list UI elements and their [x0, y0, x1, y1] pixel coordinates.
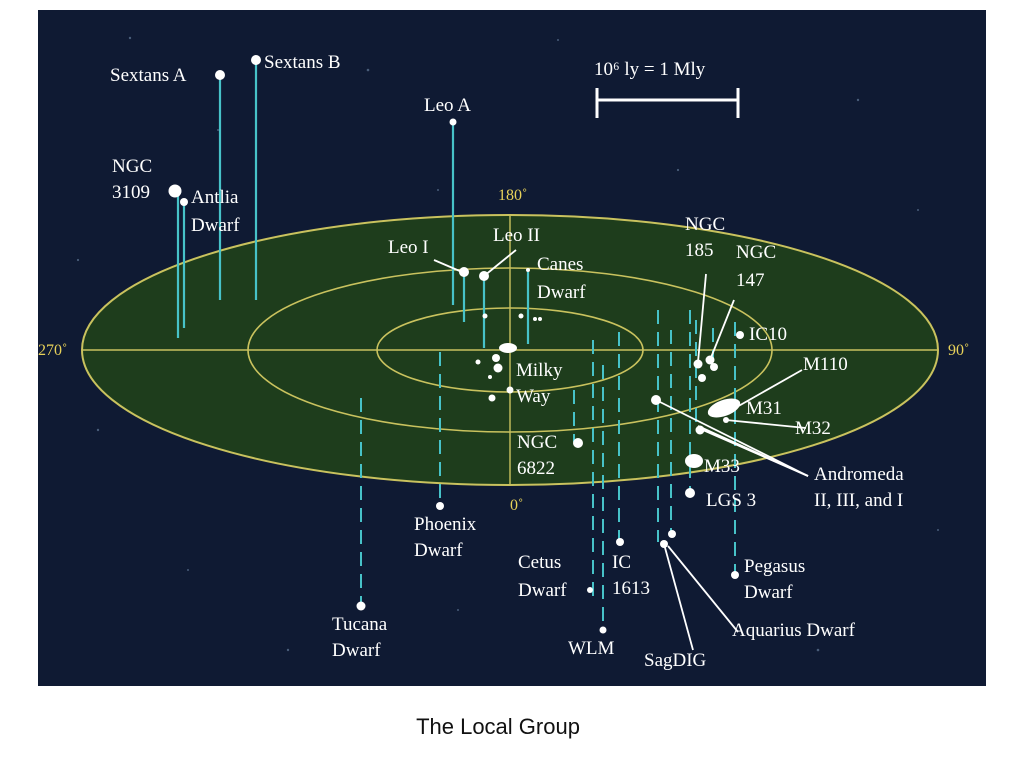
label-wlm: WLM: [568, 638, 615, 659]
label-ngc6822-line1: NGC: [517, 432, 557, 453]
label-aquarius: Aquarius Dwarf: [732, 620, 856, 641]
ic1613-marker: [616, 538, 624, 546]
label-milky-way-line2: Way: [516, 386, 551, 407]
leo-a-marker: [449, 118, 457, 126]
label-ngc185-line2: 185: [685, 240, 714, 261]
sextans-a-marker: [215, 70, 225, 80]
canes-marker: [526, 268, 530, 272]
label-ic10: IC10: [749, 324, 787, 345]
label-lgs3: LGS 3: [706, 490, 756, 511]
degree-0: 0˚: [510, 497, 523, 514]
label-tucana-line2: Dwarf: [332, 640, 381, 661]
lgs3-marker: [685, 488, 695, 498]
figure-caption: The Local Group: [416, 714, 580, 739]
phoenix-marker: [436, 502, 444, 510]
background-stars: [76, 36, 939, 652]
m32-marker: [723, 417, 729, 423]
aquarius-marker: [668, 530, 676, 538]
m31-marker: [707, 398, 741, 418]
leader-lines: [433, 249, 809, 651]
leo-i-marker: [459, 267, 469, 277]
ngc185-marker: [693, 359, 703, 369]
ngc147-marker: [705, 355, 715, 365]
label-sextans-b: Sextans B: [264, 52, 341, 73]
label-ngc185-line1: NGC: [685, 214, 725, 235]
label-leo-a: Leo A: [424, 95, 471, 116]
label-sagdig: SagDIG: [644, 650, 707, 671]
tucana-marker: [356, 601, 366, 611]
label-cetus-line1: Cetus: [518, 552, 561, 573]
galaxy-labels: Sextans A Sextans B Leo A NGC 3109 Antli…: [110, 52, 904, 671]
label-m33: M33: [704, 456, 740, 477]
label-phoenix-line1: Phoenix: [414, 514, 477, 535]
label-cetus-line2: Dwarf: [518, 580, 567, 601]
label-ngc6822-line2: 6822: [517, 458, 555, 479]
label-m110: M110: [803, 354, 848, 375]
milky-way-marker: [499, 343, 517, 353]
sextans-b-marker: [251, 55, 261, 65]
ngc6822-marker: [573, 438, 583, 448]
scale-bar-label: 10⁶ ly = 1 Mly: [594, 59, 706, 80]
projection-lines-above: [176, 60, 530, 348]
label-leo-i: Leo I: [388, 237, 429, 258]
label-ic1613-line2: 1613: [612, 578, 650, 599]
label-pegasus-line1: Pegasus: [744, 556, 805, 577]
label-phoenix-line2: Dwarf: [414, 540, 463, 561]
label-sextans-a: Sextans A: [110, 65, 187, 86]
ngc3109-marker: [168, 184, 182, 198]
cetus-marker: [587, 587, 593, 593]
local-group-diagram: 180˚ 0˚ 270˚ 90˚ 10⁶ ly = 1 Mly: [38, 10, 986, 686]
degree-270: 270˚: [38, 342, 67, 359]
label-milky-way-line1: Milky: [516, 360, 563, 381]
sagdig-marker: [660, 540, 668, 548]
label-ngc3109-line1: NGC: [112, 156, 152, 177]
label-ngc147-line1: NGC: [736, 242, 776, 263]
andromeda-i-marker: [651, 395, 661, 405]
degree-90: 90˚: [948, 342, 969, 359]
label-andromeda-line2: II, III, and I: [814, 490, 903, 511]
label-m31: M31: [746, 398, 782, 419]
scale-bar: 10⁶ ly = 1 Mly: [594, 59, 740, 118]
label-canes-line2: Dwarf: [537, 282, 586, 303]
leo-ii-marker: [479, 271, 489, 281]
label-ngc147-line2: 147: [736, 270, 765, 291]
label-canes-line1: Canes: [537, 254, 583, 275]
m33-marker: [685, 454, 703, 468]
label-antlia-line1: Antlia: [191, 187, 239, 208]
pegasus-marker: [731, 571, 739, 579]
label-m32: M32: [795, 418, 831, 439]
label-andromeda-line1: Andromeda: [814, 464, 904, 485]
label-ic1613-line1: IC: [612, 552, 631, 573]
degree-180: 180˚: [498, 187, 527, 204]
label-antlia-line2: Dwarf: [191, 215, 240, 236]
wlm-marker: [599, 626, 607, 634]
projection-lines-below: [360, 310, 736, 630]
galaxy-markers: [168, 55, 744, 634]
ic10-marker: [736, 331, 744, 339]
antlia-marker: [180, 198, 188, 206]
label-leo-ii: Leo II: [493, 225, 540, 246]
label-tucana-line1: Tucana: [332, 614, 388, 635]
label-pegasus-line2: Dwarf: [744, 582, 793, 603]
label-ngc3109-line2: 3109: [112, 182, 150, 203]
